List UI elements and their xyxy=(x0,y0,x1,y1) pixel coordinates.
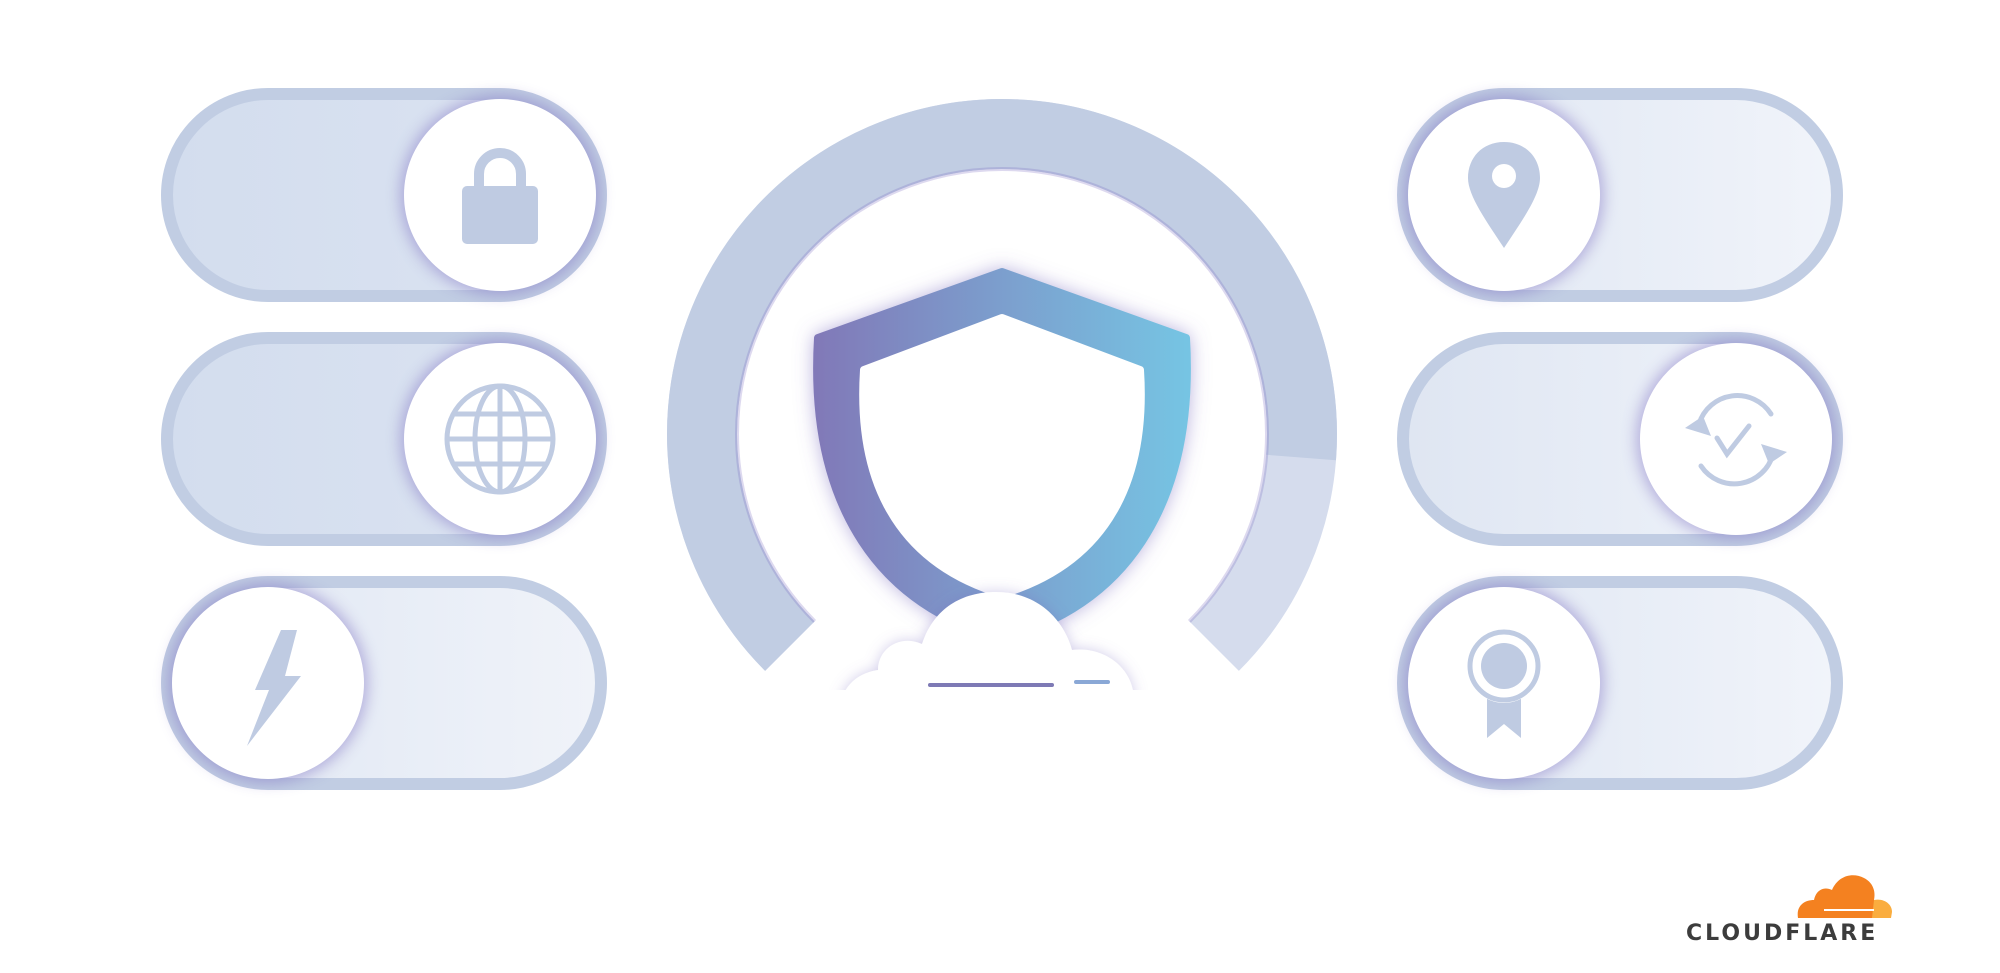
toggle-knob[interactable] xyxy=(1408,587,1600,779)
security-gauge xyxy=(667,99,1337,690)
location-pin-icon xyxy=(1468,142,1540,248)
toggle-knob[interactable] xyxy=(172,587,364,779)
toggle-badge[interactable] xyxy=(1397,576,1843,790)
gauge-inner-edge xyxy=(735,167,1269,623)
cloudflare-logo: CLOUDFLARE xyxy=(1686,875,1906,946)
shield-icon xyxy=(813,268,1191,642)
sync-check-icon xyxy=(1685,393,1787,487)
lightning-bolt-icon xyxy=(247,630,301,746)
toggle-lightning[interactable] xyxy=(161,576,607,790)
toggle-location[interactable] xyxy=(1397,88,1843,302)
toggle-knob[interactable] xyxy=(1640,343,1832,535)
toggle-knob[interactable] xyxy=(1408,99,1600,291)
cloudflare-cloud-icon xyxy=(1797,875,1892,918)
toggle-knob[interactable] xyxy=(404,343,596,535)
globe-icon xyxy=(444,383,556,495)
toggle-sync[interactable] xyxy=(1397,332,1843,546)
toggle-globe[interactable] xyxy=(161,332,607,546)
gauge-fill xyxy=(667,99,1337,671)
award-badge-icon xyxy=(1467,629,1541,738)
gauge-fill-arc xyxy=(667,99,1337,671)
cloud-icon xyxy=(845,592,1133,690)
brand-wordmark: CLOUDFLARE xyxy=(1686,921,1879,946)
lock-icon xyxy=(462,148,538,244)
toggle-lock[interactable] xyxy=(161,88,607,302)
toggle-knob[interactable] xyxy=(404,99,596,291)
